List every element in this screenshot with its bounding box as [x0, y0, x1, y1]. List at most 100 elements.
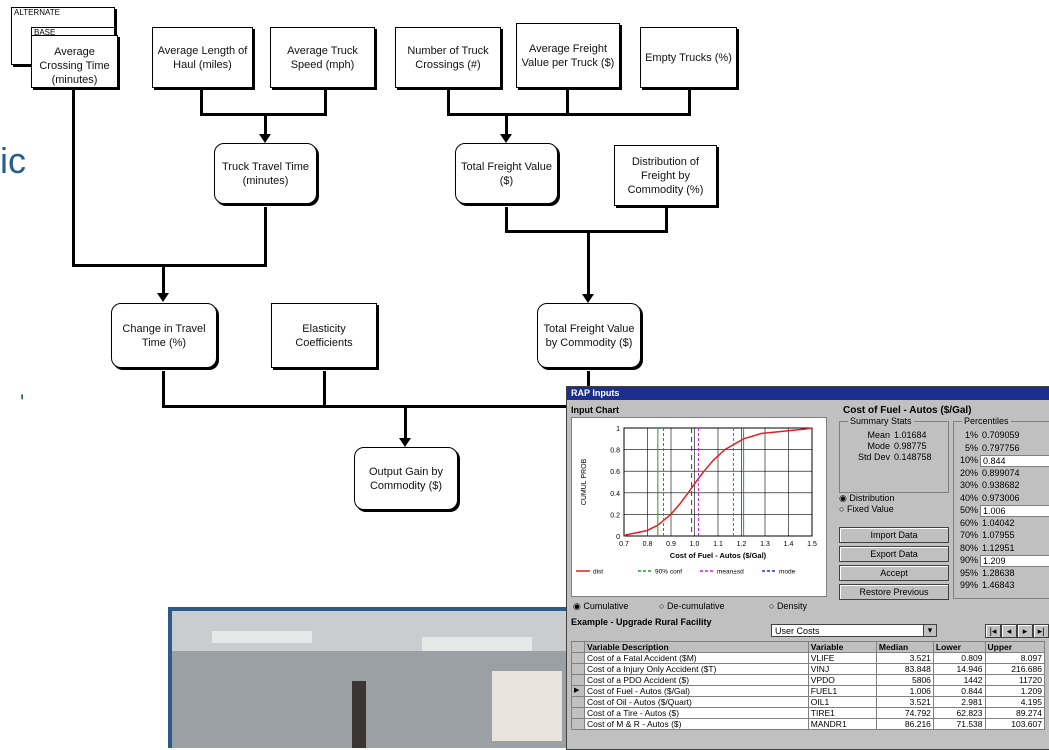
table-cell[interactable]: 83.848: [875, 663, 934, 675]
table-cell[interactable]: Cost of Oil - Autos ($/Quart): [584, 696, 809, 708]
row-selector[interactable]: [571, 718, 585, 730]
prev-record-icon[interactable]: ◂: [1001, 624, 1017, 638]
accept-button[interactable]: Accept: [839, 565, 949, 581]
percentile-value[interactable]: 1.209: [980, 555, 1049, 567]
row-selector[interactable]: ▶: [571, 685, 585, 697]
table-cell[interactable]: 62.823: [932, 707, 986, 719]
side-text-fragment: ic: [0, 140, 26, 181]
table-cell[interactable]: VPDO: [807, 674, 877, 686]
percentile-value: 1.04042: [982, 517, 1015, 528]
connector: [566, 90, 569, 115]
percentile-row: 20%0.899074: [956, 468, 1048, 479]
percentile-value: 0.938682: [982, 480, 1020, 490]
table-cell[interactable]: 8.097: [984, 652, 1045, 664]
row-selector[interactable]: [571, 652, 585, 664]
radio-cumulative[interactable]: ◉ Cumulative: [573, 601, 629, 611]
last-record-icon[interactable]: ▸|: [1033, 624, 1049, 638]
box-label: Elasticity Coefficients: [295, 322, 353, 349]
percentile-label: 20%: [959, 467, 978, 478]
table-cell[interactable]: 4.195: [984, 696, 1045, 708]
column-header[interactable]: Lower: [932, 641, 986, 653]
column-header[interactable]: Median: [875, 641, 934, 653]
table-cell[interactable]: Cost of Fuel - Autos ($/Gal): [584, 685, 809, 697]
connector: [665, 208, 668, 232]
table-cell[interactable]: OIL1: [807, 696, 877, 708]
table-cell[interactable]: 5806: [875, 674, 934, 686]
box-label: Output Gain by Commodity ($): [369, 465, 443, 492]
percentile-value[interactable]: 0.844: [980, 455, 1049, 467]
row-selector[interactable]: [571, 707, 585, 719]
ceiling-light: [212, 631, 312, 643]
next-record-icon[interactable]: ▸: [1017, 624, 1033, 638]
table-cell[interactable]: 74.792: [875, 707, 934, 719]
connector: [162, 371, 165, 407]
percentile-row: 30%0.938682: [956, 480, 1048, 491]
export-data-button[interactable]: Export Data: [839, 546, 949, 562]
table-cell[interactable]: TIRE1: [807, 707, 877, 719]
connector: [323, 371, 326, 407]
table-cell[interactable]: 1.209: [984, 685, 1045, 697]
table-cell[interactable]: 11720: [984, 674, 1045, 686]
chevron-down-icon[interactable]: ▾: [923, 625, 936, 636]
table-cell[interactable]: Cost of M & R - Autos ($): [584, 718, 809, 730]
table-cell[interactable]: Cost of a Fatal Accident ($M): [584, 652, 809, 664]
y-tick-label: 0.4: [610, 491, 620, 498]
table-cell[interactable]: 14.946: [932, 663, 986, 675]
table-cell[interactable]: 0.844: [932, 685, 986, 697]
percentile-row: 40%0.973006: [956, 493, 1048, 504]
radio-density[interactable]: ○ Density: [769, 601, 807, 611]
percentile-value[interactable]: 1.006: [980, 505, 1049, 517]
row-selector[interactable]: [571, 663, 585, 675]
table-cell[interactable]: 216.686: [984, 663, 1045, 675]
radio-decumulative[interactable]: ○ De-cumulative: [659, 601, 725, 611]
table-cell[interactable]: 1442: [932, 674, 986, 686]
import-data-button[interactable]: Import Data: [839, 527, 949, 543]
radio-distribution[interactable]: ◉ Distribution: [839, 493, 895, 503]
table-cell[interactable]: MANDR1: [807, 718, 877, 730]
row-selector[interactable]: [571, 696, 585, 708]
stat-name: Mode: [867, 441, 890, 451]
x-tick-label: 1.2: [737, 541, 747, 548]
box-avg-length-haul: Average Length of Haul (miles): [152, 27, 253, 88]
column-header[interactable]: Upper: [984, 641, 1045, 653]
restore-previous-button[interactable]: Restore Previous: [839, 584, 949, 600]
table-cell[interactable]: Cost of a Injury Only Accident ($T): [584, 663, 809, 675]
row-selector[interactable]: [571, 674, 585, 686]
table-cell[interactable]: Cost of a Tire - Autos ($): [584, 707, 809, 719]
column-header[interactable]: Variable: [807, 641, 877, 653]
table-cell[interactable]: 89.274: [984, 707, 1045, 719]
table-cell[interactable]: VINJ: [807, 663, 877, 675]
table-cell[interactable]: 3.521: [875, 652, 934, 664]
ceiling-light: [422, 637, 532, 651]
room-photo: [168, 607, 566, 748]
table-cell[interactable]: VLIFE: [807, 652, 877, 664]
table-cell[interactable]: 71.538: [932, 718, 986, 730]
user-costs-select[interactable]: User Costs ▾: [771, 624, 937, 637]
chart-mode-radios: ◉ Cumulative ○ De-cumulative ○ Density: [573, 601, 833, 613]
connector: [264, 113, 267, 135]
table-cell[interactable]: 0.809: [932, 652, 986, 664]
radio-fixed-value[interactable]: ○ Fixed Value: [839, 504, 894, 514]
table-cell[interactable]: 103.607: [984, 718, 1045, 730]
first-record-icon[interactable]: |◂: [985, 624, 1001, 638]
table-cell[interactable]: 3.521: [875, 696, 934, 708]
x-tick-label: 1.4: [784, 541, 794, 548]
column-header[interactable]: Variable Description: [584, 641, 809, 653]
table-cell[interactable]: 1.006: [875, 685, 934, 697]
connector: [72, 90, 75, 266]
y-tick-label: 0.2: [610, 512, 620, 519]
table-cell[interactable]: FUEL1: [807, 685, 877, 697]
table-cell[interactable]: Cost of a PDO Accident ($): [584, 674, 809, 686]
percentile-value: 0.797756: [982, 442, 1020, 453]
table-cell[interactable]: 2.981: [932, 696, 986, 708]
table-cell[interactable]: 86.216: [875, 718, 934, 730]
alternate-tag: ALTERNATE: [14, 8, 60, 17]
